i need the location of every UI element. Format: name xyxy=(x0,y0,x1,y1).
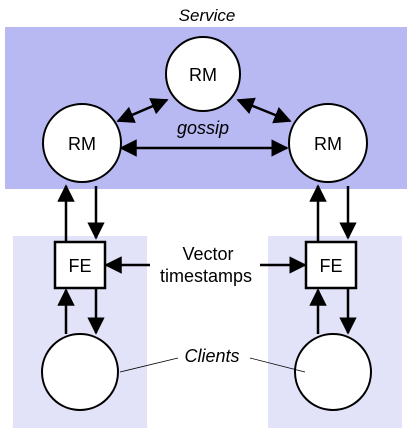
client-node-left xyxy=(41,333,119,411)
rm-right-label: RM xyxy=(314,134,342,154)
clients-leader-left xyxy=(119,357,179,373)
gossip-label: gossip xyxy=(177,118,229,138)
rm-node-top: RM xyxy=(165,36,241,112)
clients-label: Clients xyxy=(184,346,239,366)
client-node-right xyxy=(294,333,372,411)
fe-box-left: FE xyxy=(53,240,107,290)
fe-left-label: FE xyxy=(68,256,91,276)
gossip-arrow-top-right xyxy=(236,97,292,124)
vector-label-line2: timestamps xyxy=(160,266,252,286)
rm-top-label: RM xyxy=(189,65,217,85)
rm-left-label: RM xyxy=(68,134,96,154)
service-label: Service xyxy=(179,6,236,25)
vector-label-background xyxy=(150,243,260,289)
rm-node-left: RM xyxy=(42,103,122,183)
gossip-arrow-top-left xyxy=(116,98,169,123)
vector-label-line1: Vector xyxy=(182,244,233,264)
fe-right-label: FE xyxy=(319,256,342,276)
clients-leader-right xyxy=(249,357,306,373)
rm-node-right: RM xyxy=(288,103,368,183)
fe-box-right: FE xyxy=(304,240,358,290)
